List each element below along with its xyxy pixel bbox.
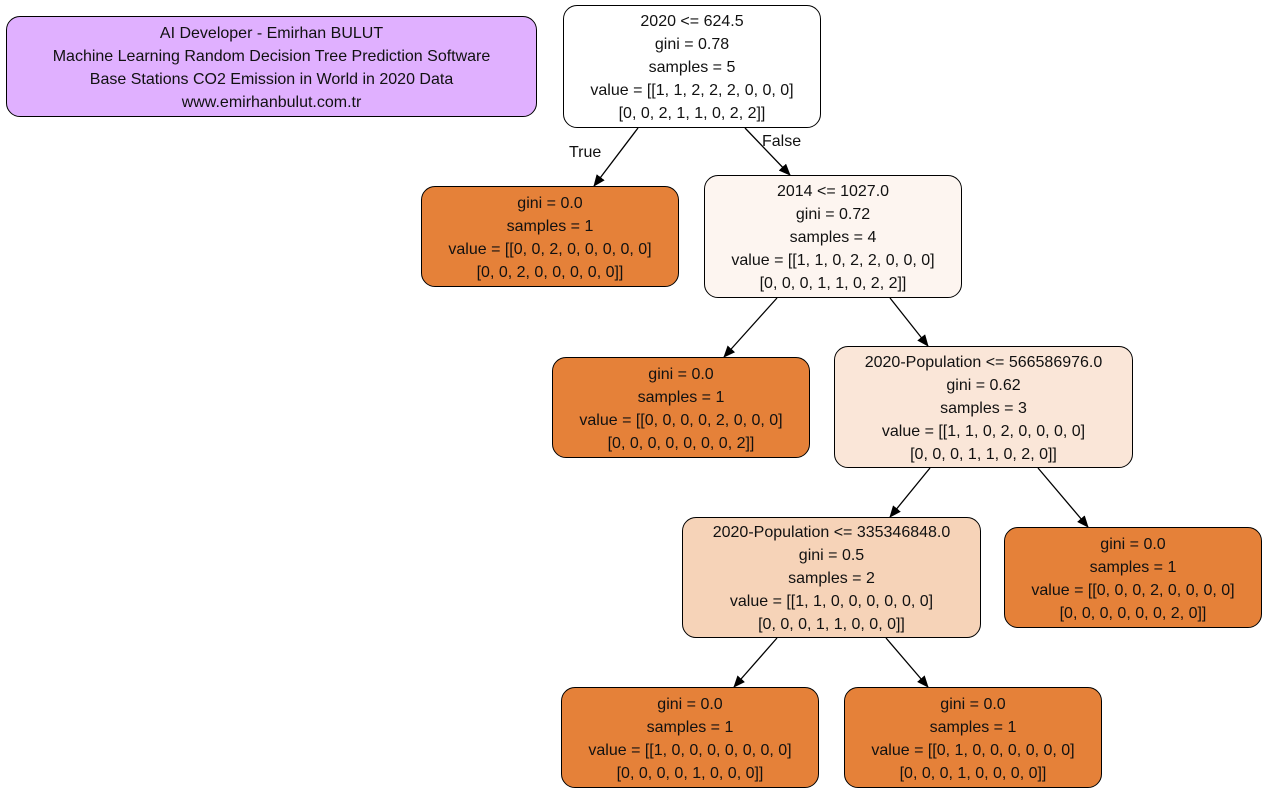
tree-node-split-population-high-node-line-5: [0, 0, 0, 1, 1, 0, 2, 0]] — [910, 445, 1057, 463]
edge-label-false: False — [762, 133, 802, 150]
info-line-software: Machine Learning Random Decision Tree Pr… — [52, 47, 491, 65]
tree-node-leaf-2-node-line-4: [0, 0, 0, 0, 0, 0, 0, 2]] — [607, 434, 755, 452]
edge-root-leaf1 — [593, 127, 639, 187]
tree-node-split-2014-node-line-1: 2014 <= 1027.0 — [776, 183, 890, 200]
tree-node-leaf-1-node-line-2: samples = 1 — [506, 217, 594, 235]
tree-node-split-population-high-node-line-3: samples = 3 — [940, 399, 1027, 417]
tree-node-leaf-5-node-line-3: value = [[0, 1, 0, 0, 0, 0, 0, 0] — [871, 741, 1075, 759]
edge-split2-split3 — [889, 297, 929, 347]
tree-node-split-population-high-node-line-1: 2020-Population <= 566586976.0 — [864, 353, 1103, 371]
info-line-website: www.emirhanbulut.com.tr — [181, 93, 362, 111]
tree-node-leaf-5-node-line-1: gini = 0.0 — [940, 695, 1006, 713]
tree-node-leaf-3-node-line-2: samples = 1 — [1089, 558, 1177, 576]
tree-node-leaf-4-node-line-4: [0, 0, 0, 0, 1, 0, 0, 0]] — [616, 764, 764, 782]
tree-node-split-population-low-node-line-3: samples = 2 — [788, 570, 875, 587]
tree-node-root: 2020 <= 624.5 gini = 0.78 samples = 5 value… — [563, 5, 821, 128]
edge-split3-split4 — [889, 467, 931, 518]
tree-node-split-population-high-node-line-4: value = [[1, 1, 0, 2, 0, 0, 0, 0] — [881, 422, 1086, 440]
edge-split4-leaf4 — [733, 637, 778, 688]
tree-node-split-2014-node-line-2: gini = 0.72 — [795, 206, 871, 223]
tree-node-leaf-4: gini = 0.0 samples = 1 value = [[1, 0, 0, … — [561, 687, 819, 788]
tree-node-leaf-3-node-line-3: value = [[0, 0, 0, 2, 0, 0, 0, 0] — [1031, 581, 1235, 599]
tree-node-split-population-high: 2020-Population <= 566586976.0 gini = 0.6… — [834, 346, 1133, 468]
tree-node-leaf-4-node-line-1: gini = 0.0 — [657, 695, 723, 713]
tree-node-leaf-5-node-line-2: samples = 1 — [929, 718, 1017, 736]
tree-node-root-node-line-3: samples = 5 — [648, 59, 736, 76]
tree-node-leaf-4-node-line-2: samples = 1 — [646, 718, 734, 736]
tree-node-leaf-2: gini = 0.0 samples = 1 value = [[0, 0, 0, … — [552, 357, 810, 458]
info-box: AI Developer - Emirhan BULUT Machine Lea… — [6, 16, 537, 117]
tree-node-split-population-low-node-line-5: [0, 0, 0, 1, 1, 0, 0, 0]] — [758, 616, 905, 633]
tree-node-root-node-line-4: value = [[1, 1, 2, 2, 2, 0, 0, 0] — [590, 82, 794, 99]
tree-node-root-node-line-5: [0, 0, 2, 1, 1, 0, 2, 2]] — [618, 105, 766, 122]
tree-node-leaf-2-node-line-3: value = [[0, 0, 0, 0, 2, 0, 0, 0] — [579, 411, 783, 429]
tree-node-split-population-low: 2020-Population <= 335346848.0 gini = 0.5… — [682, 517, 981, 638]
tree-node-leaf-3-node-line-4: [0, 0, 0, 0, 0, 0, 2, 0]] — [1059, 604, 1207, 622]
tree-node-leaf-5-node-line-4: [0, 0, 0, 1, 0, 0, 0, 0]] — [899, 764, 1047, 782]
info-line-developer: AI Developer - Emirhan BULUT — [159, 24, 384, 42]
tree-node-split-population-high-node-line-2: gini = 0.62 — [946, 376, 1021, 394]
tree-node-leaf-2-node-line-2: samples = 1 — [637, 388, 725, 406]
tree-node-split-2014: 2014 <= 1027.0 gini = 0.72 samples = 4 valu… — [704, 175, 962, 298]
tree-node-split-2014-node-line-5: [0, 0, 0, 1, 1, 0, 2, 2]] — [759, 275, 907, 292]
edge-split3-leaf3 — [1037, 467, 1089, 528]
tree-node-leaf-1-node-line-3: value = [[0, 0, 2, 0, 0, 0, 0, 0] — [448, 240, 652, 258]
edge-root-split2 — [744, 127, 791, 176]
tree-node-leaf-4-node-line-3: value = [[1, 0, 0, 0, 0, 0, 0, 0] — [588, 741, 792, 759]
tree-node-root-node-line-2: gini = 0.78 — [654, 36, 730, 53]
edge-label-true: True — [569, 144, 602, 161]
edge-split4-leaf5 — [885, 637, 929, 688]
edge-split2-leaf2 — [723, 297, 778, 358]
tree-node-split-population-low-node-line-4: value = [[1, 1, 0, 0, 0, 0, 0, 0] — [729, 593, 934, 610]
tree-node-root-node-line-1: 2020 <= 624.5 — [640, 13, 744, 30]
info-line-dataset: Base Stations CO2 Emission in World in 2… — [89, 70, 454, 88]
tree-node-split-population-low-node-line-1: 2020-Population <= 335346848.0 — [712, 524, 951, 541]
tree-node-split-2014-node-line-3: samples = 4 — [789, 229, 877, 246]
tree-node-leaf-3-node-line-1: gini = 0.0 — [1100, 535, 1166, 553]
tree-node-split-population-low-node-line-2: gini = 0.5 — [798, 547, 865, 564]
tree-node-leaf-1: gini = 0.0 samples = 1 value = [[0, 0, 2, … — [421, 186, 679, 287]
tree-node-split-2014-node-line-4: value = [[1, 1, 0, 2, 2, 0, 0, 0] — [731, 252, 935, 269]
tree-node-leaf-1-node-line-1: gini = 0.0 — [517, 194, 583, 212]
tree-node-leaf-5: gini = 0.0 samples = 1 value = [[0, 1, 0, … — [844, 687, 1102, 788]
tree-node-leaf-2-node-line-1: gini = 0.0 — [648, 365, 714, 383]
tree-node-leaf-3: gini = 0.0 samples = 1 value = [[0, 0, 0, … — [1004, 527, 1262, 628]
tree-node-leaf-1-node-line-4: [0, 0, 2, 0, 0, 0, 0, 0]] — [476, 263, 624, 281]
